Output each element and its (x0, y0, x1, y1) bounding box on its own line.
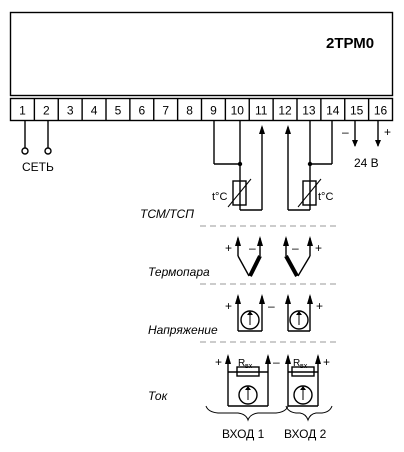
terminal-number: 3 (67, 104, 74, 118)
current-wiring: R вх R вх + – + (215, 354, 330, 407)
v1-plus: + (225, 299, 232, 313)
i1-minus: – (273, 355, 280, 369)
terminal-number: 2 (43, 104, 50, 118)
input1-brace (205, 405, 289, 422)
i1-plus: + (215, 355, 222, 369)
device-model: 2ТРМ0 (326, 35, 374, 52)
terminal-number: 6 (138, 104, 145, 118)
rtd-sensor-1-label: t°C (212, 191, 227, 203)
thermocouple-section-label: Термопара (148, 265, 210, 279)
voltage-wiring: + – + (225, 294, 323, 332)
resistor-2-label: R (293, 358, 300, 369)
v1-minus: – (268, 299, 275, 313)
mains-connection: СЕТЬ (21, 121, 54, 174)
tc1-plus: + (225, 241, 232, 255)
mains-label: СЕТЬ (22, 160, 54, 174)
resistor-1-label: R (238, 358, 245, 369)
dc-voltage-label: 24 В (354, 156, 379, 170)
v2-plus: + (316, 299, 323, 313)
terminal-number: 10 (231, 104, 245, 118)
thermocouple-wiring: + – – + (225, 236, 322, 277)
dc-plus-sign: + (384, 125, 391, 139)
tc2-plus: + (315, 241, 322, 255)
tc2-minus: – (292, 241, 299, 255)
input1-label: ВХОД 1 (222, 427, 265, 441)
input2-brace (285, 405, 333, 422)
rtd-input2-wiring: t°C (285, 121, 333, 211)
terminal-number: 1 (19, 104, 26, 118)
terminal-number: 12 (278, 104, 292, 118)
resistor-2-sub: вх (300, 363, 308, 370)
input-resistor-2 (291, 366, 315, 377)
current-section-label: Ток (148, 389, 169, 403)
terminal-number: 4 (91, 104, 98, 118)
terminal-number: 8 (186, 104, 193, 118)
rtd-input1-wiring: t°C (212, 121, 265, 211)
rtd-sensor-2 (302, 180, 317, 206)
rtd-sensor-2-label: t°C (318, 191, 333, 203)
terminal-number: 7 (162, 104, 169, 118)
terminal-number: 16 (374, 104, 388, 118)
device-housing (9, 11, 394, 97)
voltage-section-label: Напряжение (148, 323, 218, 337)
tc1-minus: – (249, 241, 256, 255)
rtd-section-label: ТСМ/ТСП (140, 207, 194, 221)
dc-supply-connection: – + 24 В (342, 121, 391, 170)
rtd-sensor-1 (232, 180, 247, 206)
terminal-number: 14 (326, 104, 340, 118)
terminal-number: 5 (115, 104, 122, 118)
dc-minus-sign: – (342, 125, 349, 139)
input2-label: ВХОД 2 (284, 427, 327, 441)
terminal-number: 13 (302, 104, 316, 118)
input-resistor-1 (236, 366, 260, 377)
terminal-number: 9 (210, 104, 217, 118)
resistor-1-sub: вх (245, 363, 253, 370)
terminal-number: 11 (255, 104, 268, 118)
terminal-number: 15 (350, 104, 364, 118)
i2-plus: + (323, 355, 330, 369)
